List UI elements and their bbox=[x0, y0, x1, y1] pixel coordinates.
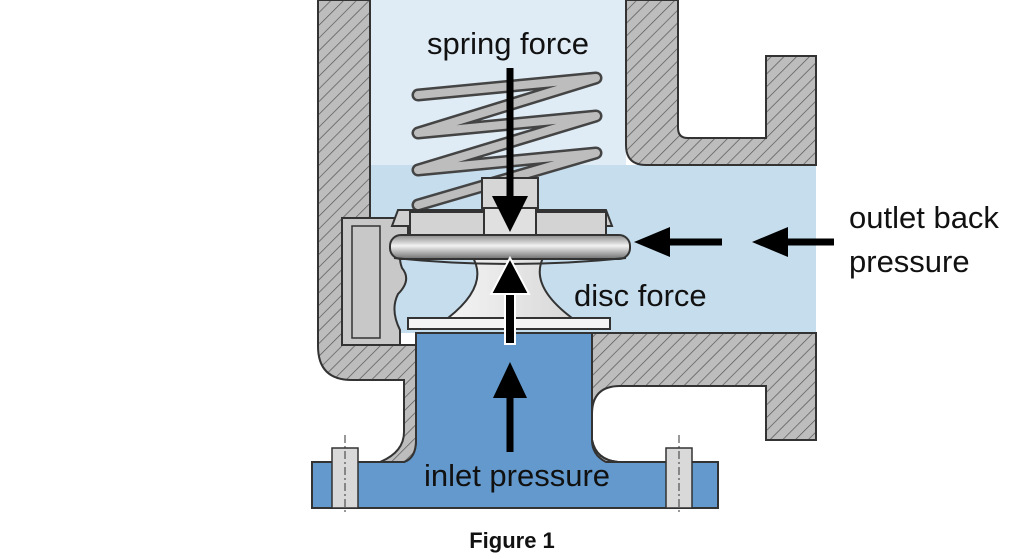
outlet-back-label: outlet back bbox=[849, 200, 999, 235]
spring-force-label: spring force bbox=[427, 26, 589, 61]
flange-bolt-left bbox=[331, 435, 359, 515]
valve-disc bbox=[389, 234, 631, 260]
inlet-pressure-arrow bbox=[493, 362, 527, 452]
outlet-pressure-arrow-far bbox=[752, 227, 834, 257]
disc-force-label: disc force bbox=[574, 278, 707, 313]
valve-body-outlet-flange bbox=[591, 332, 817, 463]
outlet-pressure-arrow-near bbox=[634, 227, 722, 257]
spring-force-arrow bbox=[492, 68, 528, 232]
figure-caption: Figure 1 bbox=[469, 528, 555, 553]
disc-guide-inner bbox=[351, 225, 381, 339]
spring-highlight bbox=[414, 74, 600, 209]
outlet-pressure-label: pressure bbox=[849, 244, 970, 279]
disc-force-arrow bbox=[489, 255, 531, 345]
inlet-pressure-label: inlet pressure bbox=[424, 458, 610, 493]
flange-bolt-right bbox=[665, 435, 693, 515]
valve-body-right-wall bbox=[625, 0, 817, 166]
